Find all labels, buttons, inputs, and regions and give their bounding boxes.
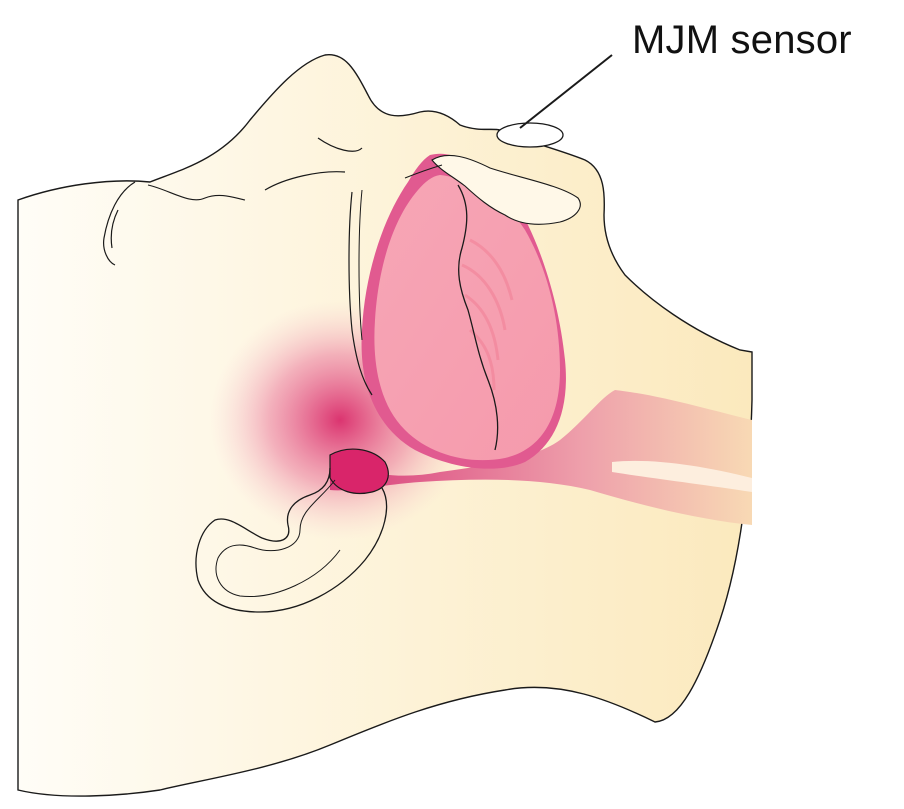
sensor-callout-line <box>520 55 612 128</box>
mjm-sensor-label: MJM sensor <box>632 18 852 63</box>
mjm-sensor-device <box>497 123 563 147</box>
